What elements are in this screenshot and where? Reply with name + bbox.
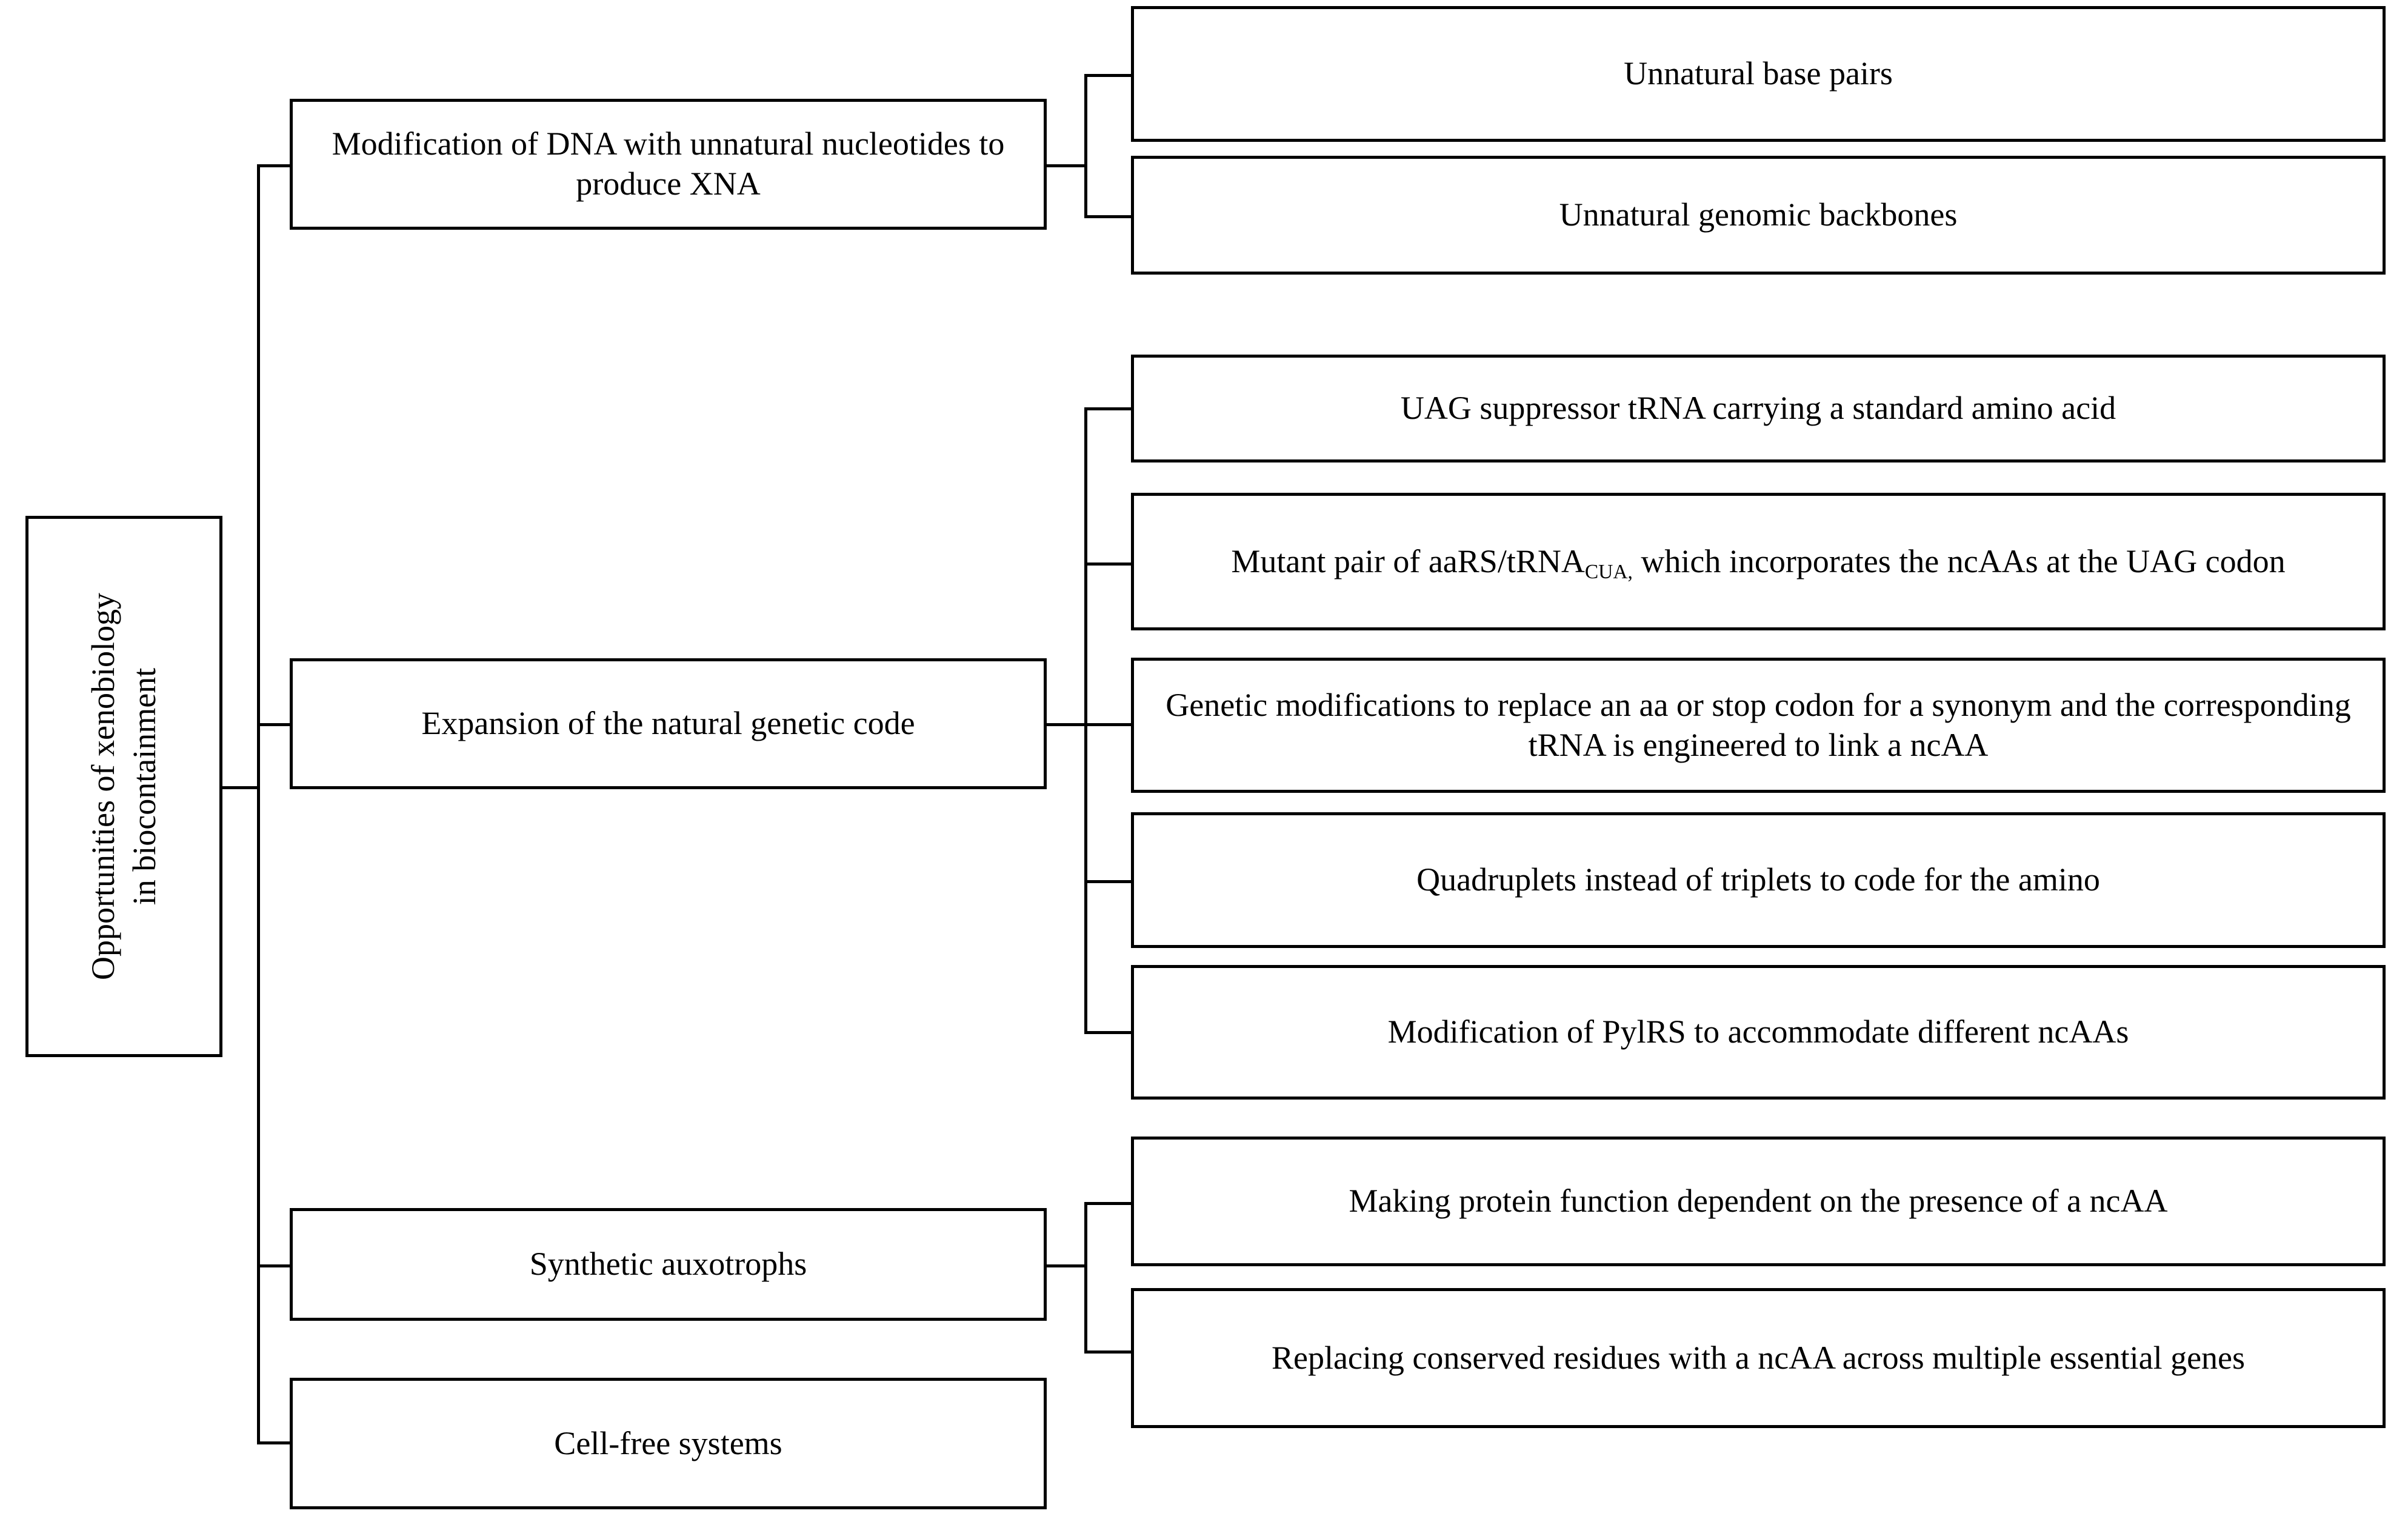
trna-cua-subscript: CUA,	[1584, 560, 1633, 583]
leaf-node-label: Quadruplets instead of triplets to code …	[1416, 861, 2100, 898]
leaf-node-unnatural-genomic-backbones[interactable]: Unnatural genomic backbones	[1131, 156, 2386, 275]
connector-group2-child-2	[1084, 563, 1132, 566]
connector-branch-1	[257, 164, 291, 167]
connector-group3-stub	[1044, 1264, 1087, 1267]
leaf-node-label: Replacing conserved residues with a ncAA…	[1271, 1339, 2246, 1376]
branch-node-label: Modification of DNA with unnatural nucle…	[332, 125, 1005, 202]
connector-group2-child-4	[1084, 880, 1132, 883]
connector-group1-child-1	[1084, 74, 1132, 77]
connector-group2-child-3	[1084, 723, 1132, 726]
connector-branch-2	[257, 723, 291, 726]
leaf-node-unnatural-base-pairs[interactable]: Unnatural base pairs	[1131, 6, 2386, 142]
connector-group2-stub	[1044, 723, 1087, 726]
connector-main-trunk	[257, 164, 260, 1444]
connector-group1-child-2	[1084, 215, 1132, 218]
branch-node-label: Synthetic auxotrophs	[529, 1246, 807, 1283]
leaf-node-label: Modification of PylRS to accommodate dif…	[1387, 1013, 2129, 1050]
leaf-node-quadruplets-instead-of-triplets[interactable]: Quadruplets instead of triplets to code …	[1131, 812, 2386, 948]
branch-node-label: Cell-free systems	[554, 1424, 782, 1461]
leaf-node-label: UAG suppressor tRNA carrying a standard …	[1400, 390, 2116, 427]
leaf-node-label: Mutant pair of aaRS/tRNACUA, which incor…	[1231, 542, 2286, 583]
leaf-node-genetic-modifications-synonym[interactable]: Genetic modifications to replace an aa o…	[1131, 658, 2386, 793]
leaf-node-label: Genetic modifications to replace an aa o…	[1166, 686, 2351, 763]
leaf-node-label: Unnatural base pairs	[1624, 55, 1893, 92]
connector-branch-3	[257, 1264, 291, 1267]
connector-group2-trunk	[1084, 407, 1087, 1033]
connector-group1-trunk	[1084, 74, 1087, 215]
connector-group3-child-1	[1084, 1202, 1132, 1205]
leaf-node-uag-suppressor-trna[interactable]: UAG suppressor tRNA carrying a standard …	[1131, 355, 2386, 462]
connector-group2-child-5	[1084, 1031, 1132, 1034]
connector-group1-stub	[1044, 164, 1087, 167]
leaf-node-mutant-pair-aars-trna[interactable]: Mutant pair of aaRS/tRNACUA, which incor…	[1131, 493, 2386, 630]
branch-node-label: Expansion of the natural genetic code	[421, 705, 915, 742]
connector-group3-child-2	[1084, 1350, 1132, 1354]
leaf-node-replacing-conserved-residues[interactable]: Replacing conserved residues with a ncAA…	[1131, 1288, 2386, 1428]
branch-node-cell-free-systems[interactable]: Cell-free systems	[290, 1378, 1047, 1509]
leaf-node-label: Unnatural genomic backbones	[1559, 196, 1958, 233]
connector-group2-child-1	[1084, 407, 1132, 410]
branch-node-expansion-of-genetic-code[interactable]: Expansion of the natural genetic code	[290, 658, 1047, 789]
branch-node-synthetic-auxotrophs[interactable]: Synthetic auxotrophs	[290, 1208, 1047, 1321]
connector-root-stub	[222, 786, 260, 789]
leaf-node-modification-of-pylrs[interactable]: Modification of PylRS to accommodate dif…	[1131, 965, 2386, 1100]
connector-branch-4	[257, 1441, 291, 1444]
leaf-node-label: Making protein function dependent on the…	[1349, 1183, 2168, 1220]
leaf-node-making-protein-function-dependent[interactable]: Making protein function dependent on the…	[1131, 1137, 2386, 1266]
branch-node-modification-of-dna[interactable]: Modification of DNA with unnatural nucle…	[290, 99, 1047, 230]
connector-group3-trunk	[1084, 1202, 1087, 1354]
